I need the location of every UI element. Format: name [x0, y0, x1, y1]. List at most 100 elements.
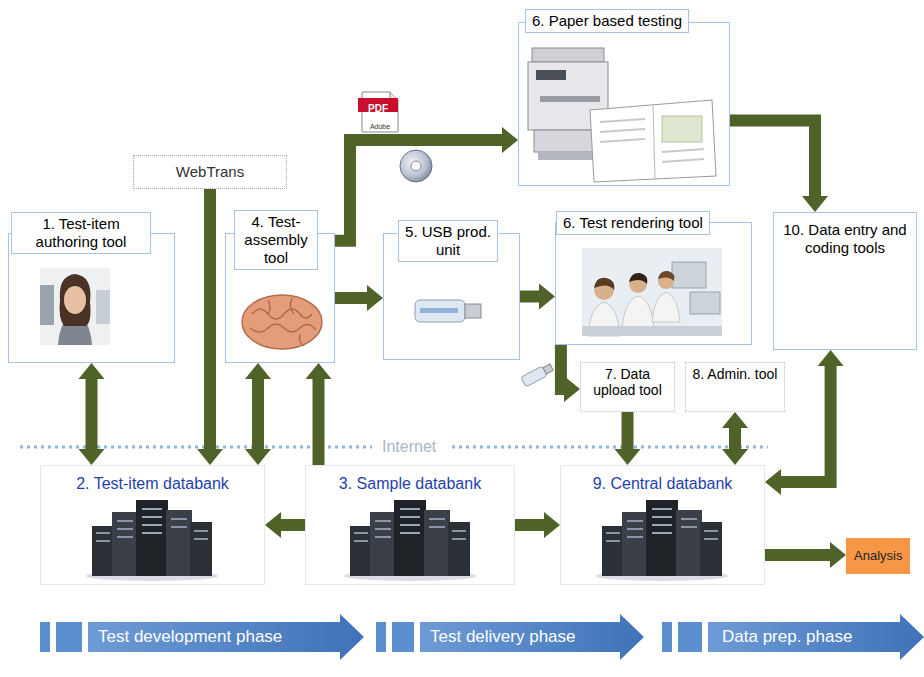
tool-title: 4. Test-assembly tool [234, 210, 318, 270]
usb-stick-small [521, 362, 554, 387]
tool-box: 10. Data entry and coding tools [773, 212, 917, 350]
booklet-picture [590, 100, 716, 182]
brain-picture-part [250, 324, 316, 332]
classroom-picture-part [658, 271, 674, 281]
phase-label-holder: Data prep. phase [722, 627, 852, 647]
arrow-head [79, 449, 105, 465]
phase-label: Test development phase [98, 627, 282, 647]
person-picture-part [40, 285, 54, 325]
arrow-head [79, 363, 105, 379]
flow-arrow [520, 284, 555, 310]
printer-picture-part [538, 152, 598, 160]
usb-picture [415, 300, 481, 322]
phase-arrows [40, 614, 924, 660]
phase-label-holder: Test development phase [98, 627, 282, 647]
classroom-picture-part [672, 262, 706, 288]
box-text: 7. Data upload tool [584, 366, 671, 398]
classroom-picture-part [629, 273, 647, 284]
booklet-picture-part [600, 119, 645, 122]
flow-arrow [79, 363, 105, 465]
analysis-box: Analysis [846, 538, 910, 574]
booklet-picture-part [600, 139, 645, 142]
arrow-head [564, 376, 580, 402]
box-text: 10. Data entry and coding tools [780, 221, 910, 257]
brain-picture-part [268, 298, 304, 346]
arrow-head [802, 196, 828, 212]
flow-arrow [515, 512, 560, 538]
icon-text: PDF [368, 102, 388, 116]
network-label-holder: Internet [378, 437, 440, 457]
tool-title: 6. Paper based testing [525, 9, 689, 33]
service-box: WebTrans [133, 155, 287, 189]
box-text: WebTrans [170, 163, 250, 181]
tool-box: 5. USB prod. unit [383, 233, 520, 360]
arrow-shaft [252, 378, 264, 450]
phase-label-holder: Test delivery phase [430, 627, 576, 647]
phase-arrows-part [392, 622, 414, 652]
phase-arrows-part [678, 622, 702, 652]
usb-picture-part [420, 308, 458, 313]
classroom-picture-part [594, 278, 614, 290]
server-picture [86, 500, 218, 581]
phase-arrows-part [708, 614, 924, 660]
tool-box: 1. Test-item authoring tool [8, 233, 175, 363]
printer-picture-part [540, 96, 600, 102]
phase-arrows-part [40, 622, 50, 652]
person-picture-part [64, 286, 86, 314]
tool-box: 6. Test rendering tool [555, 222, 752, 345]
databank-title: 2. Test-item databank [41, 474, 264, 493]
arrow-shaft [335, 292, 368, 304]
tool-title: 5. USB prod. unit [398, 220, 498, 262]
printer-picture-part [532, 48, 604, 62]
arrow-head [539, 284, 555, 310]
arrow-head [830, 542, 846, 568]
tool-title: 1. Test-item authoring tool [11, 212, 151, 254]
phase-arrows-part [420, 614, 644, 660]
icon-text-holder: Adobe [362, 115, 398, 133]
phase-arrows-part [56, 622, 82, 652]
usb-picture-part [415, 300, 465, 322]
classroom-picture-part [582, 248, 722, 336]
internet-line-part [452, 446, 768, 449]
phase-label: Test delivery phase [430, 627, 576, 647]
box-text: Analysis [854, 538, 902, 574]
arrow-head [502, 127, 518, 153]
classroom-picture-part [652, 292, 680, 322]
phase-arrows-part [662, 622, 672, 652]
flow-arrow [615, 412, 641, 465]
flow-arrow [335, 285, 383, 311]
arrow-head [265, 512, 281, 538]
server-picture [344, 500, 476, 581]
arrow-head [245, 363, 271, 379]
arrow-head [197, 449, 223, 465]
arrow-head [765, 469, 781, 495]
tool-box: 7. Data upload tool [580, 362, 675, 412]
person-picture [40, 268, 110, 345]
flow-arrow [561, 345, 580, 402]
phase-arrows-part [88, 614, 364, 660]
arrow-shaft [313, 378, 325, 465]
booklet-picture-part [653, 105, 655, 179]
usb-stick-small-part [543, 364, 553, 374]
classroom-picture-part [622, 296, 654, 330]
arrow-shaft [729, 427, 741, 450]
arrow-shaft [280, 519, 305, 531]
tool-box: 8. Admin. tool [685, 362, 785, 412]
box-text: 8. Admin. tool [689, 366, 781, 382]
network-label: Internet [378, 437, 440, 457]
icon-text-holder: PDF [358, 98, 398, 116]
phase-arrows-part [376, 622, 386, 652]
databank-box: 3. Sample databank [305, 465, 515, 585]
server-picture [596, 500, 728, 581]
arrow-head [722, 449, 748, 465]
arrow-head [544, 512, 560, 538]
phase-label: Data prep. phase [722, 627, 852, 647]
tool-title: 6. Test rendering tool [556, 211, 710, 235]
databank-box: 2. Test-item databank [40, 465, 265, 585]
brain-picture [242, 295, 322, 349]
arrow-head [245, 449, 271, 465]
arrow-head [818, 350, 844, 366]
